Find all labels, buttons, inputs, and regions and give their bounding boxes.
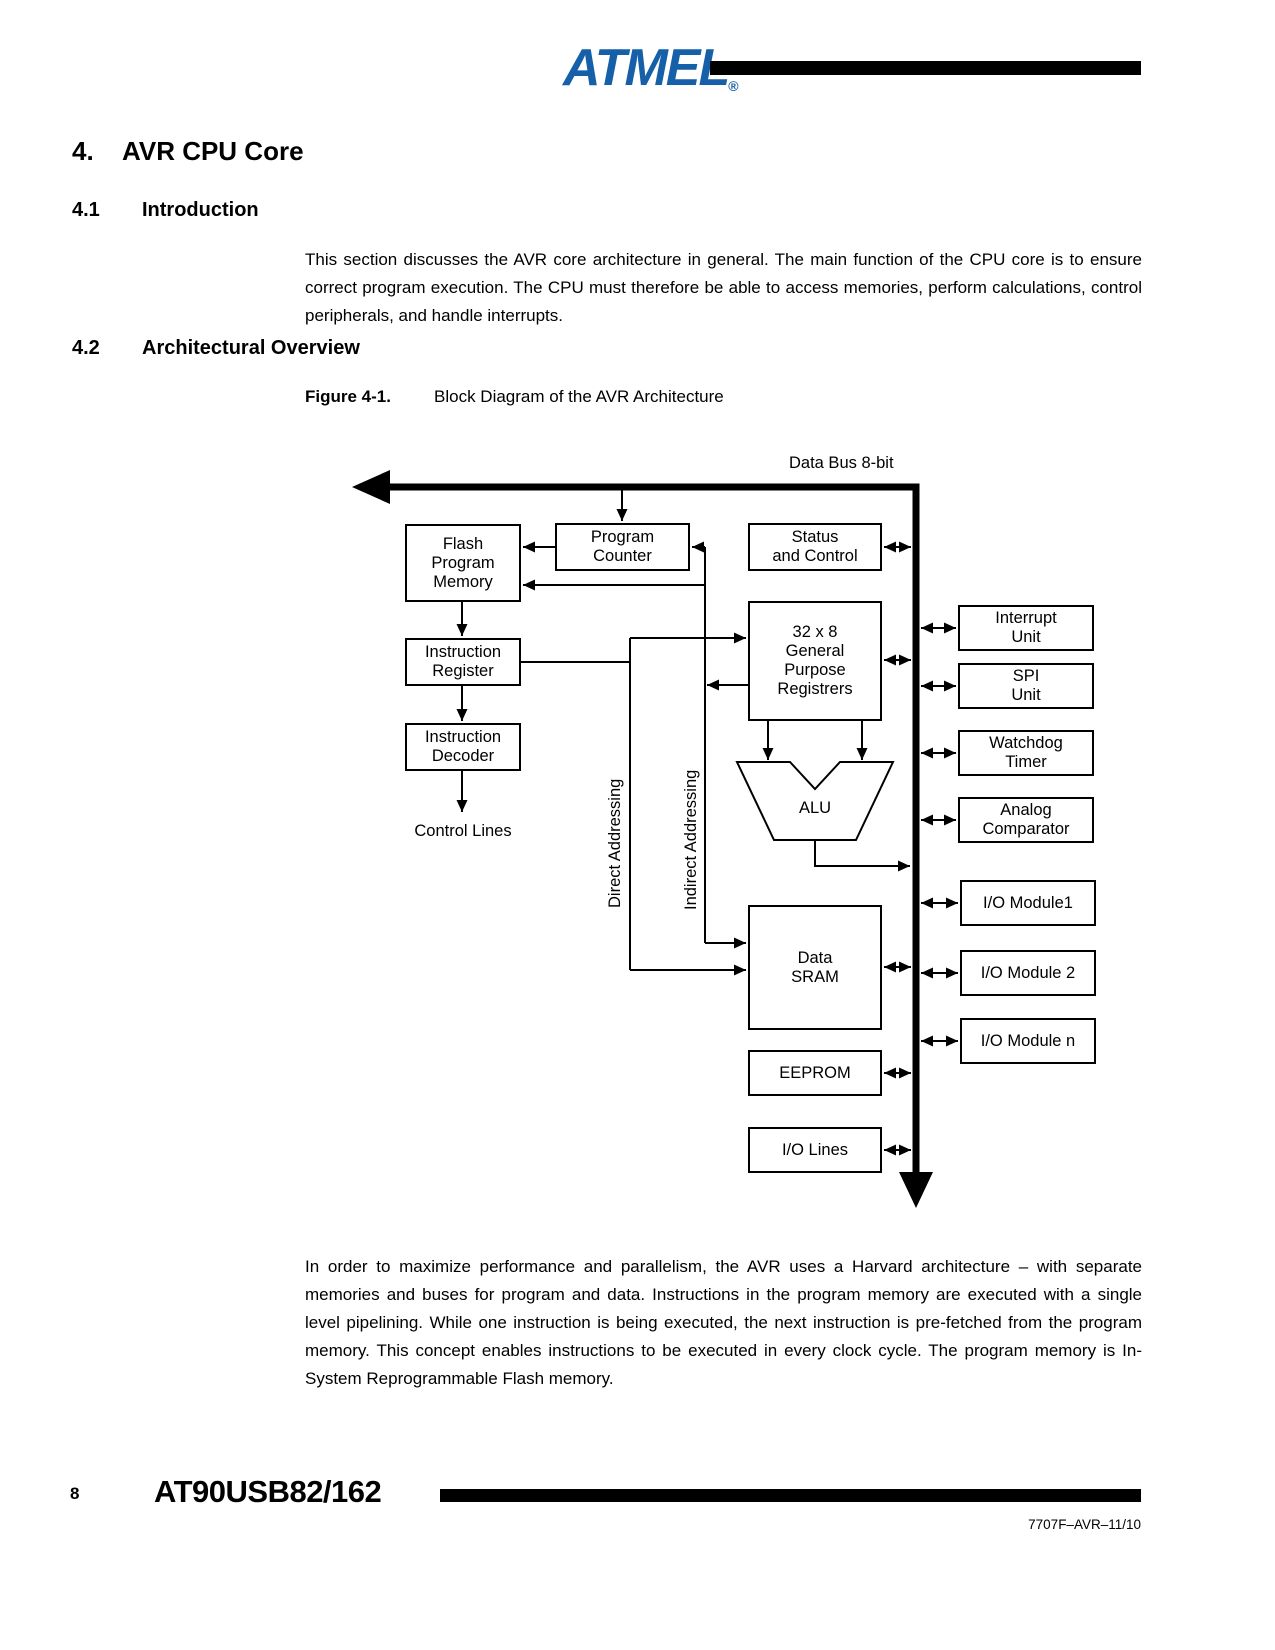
overview-paragraph: In order to maximize performance and par… — [305, 1257, 1142, 1388]
data-bus-down-arrowhead — [899, 1172, 933, 1208]
control-lines-label: Control Lines — [414, 822, 512, 840]
general-purpose-registers-box: 32 x 8 General Purpose Registrers — [748, 601, 882, 721]
status-and-control-box: Status and Control — [748, 523, 882, 571]
section-heading: 4. AVR CPU Core — [72, 136, 304, 167]
subsection-number: 4.1 — [72, 199, 100, 221]
subsection-number: 4.2 — [72, 337, 100, 359]
analog-comparator-box: Analog Comparator — [958, 797, 1094, 843]
figure-caption: Figure 4-1. Block Diagram of the AVR Arch… — [305, 387, 724, 407]
header-rule-bar — [710, 61, 1141, 75]
section-title: AVR CPU Core — [122, 136, 304, 166]
diagram-connectors — [456, 490, 958, 1156]
indirect-addressing-label: Indirect Addressing — [682, 769, 700, 910]
io-module-n-box: I/O Module n — [960, 1018, 1096, 1064]
section-number: 4. — [72, 136, 94, 166]
subsection-title: Introduction — [142, 199, 259, 221]
page-number: 8 — [70, 1484, 80, 1503]
spi-unit-box: SPI Unit — [958, 663, 1094, 709]
subsection-heading-42: 4.2 Architectural Overview — [72, 337, 360, 360]
interrupt-unit-box: Interrupt Unit — [958, 605, 1094, 651]
figure-title: Block Diagram of the AVR Architecture — [434, 387, 724, 406]
flash-program-memory-box: Flash Program Memory — [405, 524, 521, 602]
alu-label: ALU — [798, 799, 832, 817]
data-bus — [386, 483, 920, 1174]
data-sram-box: Data SRAM — [748, 905, 882, 1030]
data-bus-left-arrowhead — [352, 470, 390, 504]
footer-rule-bar — [440, 1489, 1141, 1502]
io-module-2-box: I/O Module 2 — [960, 950, 1096, 996]
atmel-logo-text: ATMEL — [563, 39, 730, 97]
io-module-1-box: I/O Module1 — [960, 880, 1096, 926]
instruction-decoder-box: Instruction Decoder — [405, 723, 521, 771]
intro-paragraph: This section discusses the AVR core arch… — [305, 250, 1142, 325]
part-number: AT90USB82/162 — [154, 1474, 382, 1509]
direct-addressing-label: Direct Addressing — [606, 778, 624, 908]
instruction-register-box: Instruction Register — [405, 638, 521, 686]
data-bus-label: Data Bus 8-bit — [789, 454, 894, 472]
subsection-title: Architectural Overview — [142, 337, 360, 359]
figure-label: Figure 4-1. — [305, 387, 391, 406]
document-reference: 7707F–AVR–11/10 — [1028, 1517, 1141, 1532]
eeprom-box: EEPROM — [748, 1050, 882, 1096]
alu-shape — [735, 761, 895, 841]
io-lines-box: I/O Lines — [748, 1127, 882, 1173]
program-counter-box: Program Counter — [555, 523, 690, 571]
subsection-heading-41: 4.1 Introduction — [72, 199, 259, 222]
watchdog-timer-box: Watchdog Timer — [958, 730, 1094, 776]
atmel-logo: ATMEL® — [563, 38, 739, 98]
registered-trademark-icon: ® — [728, 78, 739, 94]
